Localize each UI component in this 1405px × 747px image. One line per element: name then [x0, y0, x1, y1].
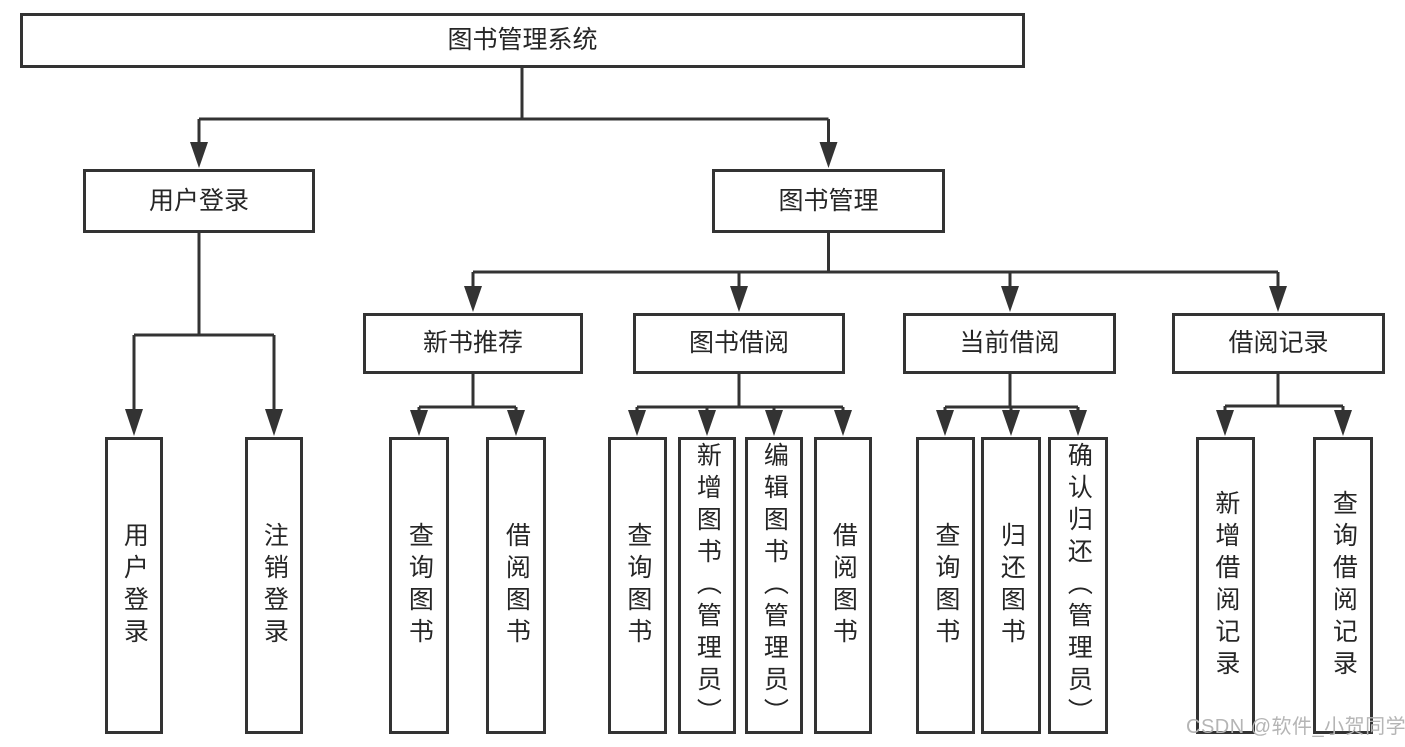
arrowhead-icon — [730, 286, 748, 312]
leaf-current-query-books: 查询图书 — [916, 437, 975, 734]
arrowheads-leaves — [410, 410, 1352, 436]
leaf-current-confirm-return-admin: 确认归还（管理员） — [1048, 437, 1108, 734]
connector-bookmgmt-to-level3 — [471, 233, 1280, 288]
arrowhead-icon — [1069, 410, 1087, 436]
leaf-current-return-books: 归还图书 — [981, 437, 1041, 734]
leaf-recommend-borrow-books: 借阅图书 — [486, 437, 546, 734]
arrowhead-icon — [936, 410, 954, 436]
node-current-borrowing: 当前借阅 — [903, 313, 1116, 374]
node-borrow-records: 借阅记录 — [1172, 313, 1385, 374]
arrowhead-icon — [765, 410, 783, 436]
node-user-login: 用户登录 — [83, 169, 315, 233]
leaf-records-add-record: 新增借阅记录 — [1196, 437, 1255, 734]
connector-root-to-level2 — [197, 68, 830, 145]
leaf-borrowing-query-books: 查询图书 — [608, 437, 667, 734]
arrowhead-icon — [1001, 286, 1019, 312]
arrowhead-icon — [698, 410, 716, 436]
arrowhead-icon — [1269, 286, 1287, 312]
node-book-management: 图书管理 — [712, 169, 945, 233]
arrowheads-userlogin-leaves — [125, 409, 283, 436]
leaf-records-query-record: 查询借阅记录 — [1313, 437, 1373, 734]
arrowhead-icon — [125, 409, 143, 436]
arrowhead-icon — [464, 286, 482, 312]
arrowhead-icon — [1216, 410, 1234, 436]
connector-userlogin-to-leaves — [132, 233, 276, 410]
arrowhead-icon — [190, 142, 208, 168]
arrowhead-icon — [628, 410, 646, 436]
node-book-borrowing: 图书借阅 — [633, 313, 845, 374]
arrowhead-icon — [410, 410, 428, 436]
leaf-user-login: 用户登录 — [105, 437, 163, 734]
leaf-recommend-query-books: 查询图书 — [389, 437, 449, 734]
node-book-management-system: 图书管理系统 — [20, 13, 1025, 68]
arrowhead-icon — [834, 410, 852, 436]
leaf-logout: 注销登录 — [245, 437, 303, 734]
leaf-borrowing-edit-books-admin: 编辑图书（管理员） — [745, 437, 803, 734]
arrowhead-icon — [507, 410, 525, 436]
arrowheads-level3 — [464, 286, 1287, 312]
connector-level3-to-leaves — [417, 374, 1345, 411]
node-new-book-recommend: 新书推荐 — [363, 313, 583, 374]
arrowhead-icon — [819, 142, 838, 168]
arrowheads-level2 — [190, 142, 838, 168]
arrowhead-icon — [1002, 410, 1020, 436]
leaf-borrowing-borrow-books: 借阅图书 — [814, 437, 872, 734]
arrowhead-icon — [265, 409, 283, 436]
arrowhead-icon — [1334, 410, 1352, 436]
leaf-borrowing-add-books-admin: 新增图书（管理员） — [678, 437, 736, 734]
watermark: CSDN @软件_小贺同学 — [1186, 716, 1405, 738]
